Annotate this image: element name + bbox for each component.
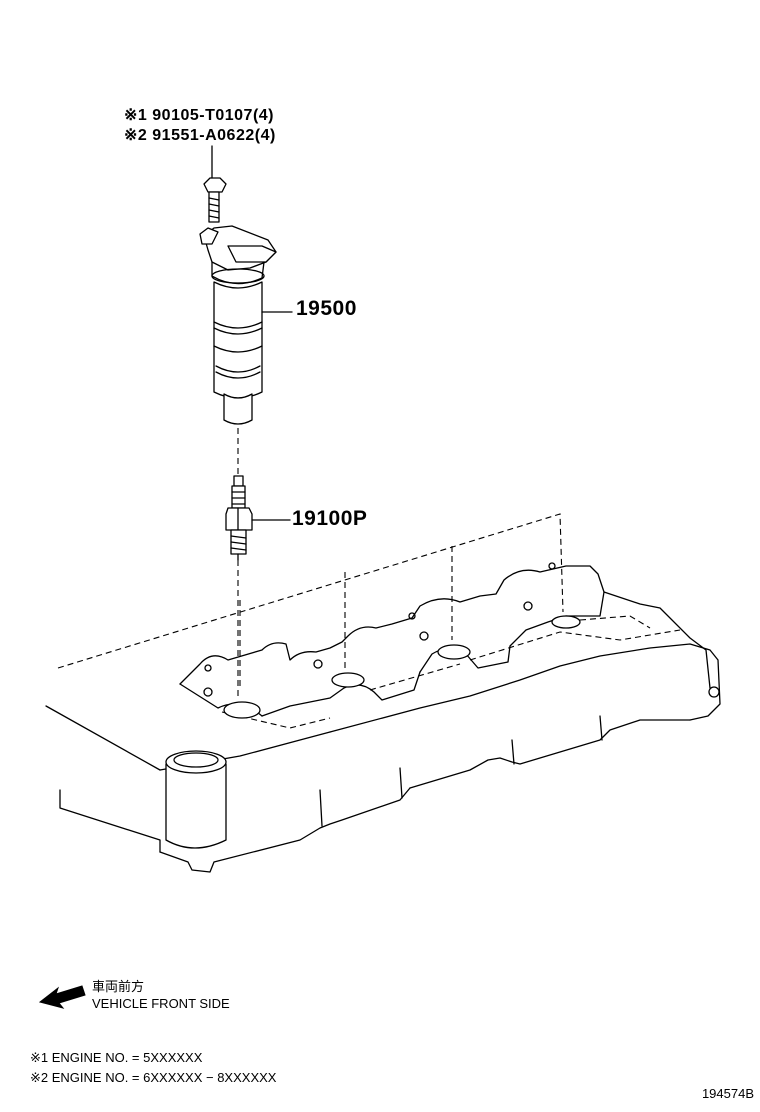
bolt-part-number-2[interactable]: 91551-A0622 — [152, 127, 255, 144]
illustration-id: 194574B — [701, 1086, 754, 1101]
footnote-text: ENGINE NO. = 6XXXXXX − 8XXXXXX — [51, 1070, 277, 1085]
callout-mark: ※2 — [124, 127, 148, 144]
ignition-coil-part-number[interactable]: 19500 — [296, 297, 357, 320]
footnote-mark: ※1 — [30, 1050, 49, 1065]
bolt-illustration — [203, 177, 227, 223]
callout-mark: ※1 — [124, 107, 148, 124]
arrow-left-icon — [38, 985, 86, 1009]
footnote-2: ※2 ENGINE NO. = 6XXXXXX − 8XXXXXX — [30, 1070, 276, 1086]
vehicle-front-label-en: VEHICLE FRONT SIDE — [92, 996, 230, 1011]
spark-plug-part-number[interactable]: 19100P — [292, 507, 368, 530]
footnote-text: ENGINE NO. = 5XXXXXX — [51, 1050, 203, 1065]
bolt-quantity-1: (4) — [252, 107, 275, 124]
ignition-coil-illustration — [199, 225, 277, 425]
bolt-part-number-1[interactable]: 90105-T0107 — [152, 107, 253, 124]
cylinder-head-cover-illustration — [45, 513, 721, 873]
spark-plug-illustration — [225, 475, 253, 561]
vehicle-front-label-jp: 車両前方 — [92, 980, 145, 995]
bolt-quantity-2: (4) — [254, 127, 276, 144]
bolt-callout-1: ※1 90105-T0107(4) — [124, 105, 274, 125]
bolt-callout-2: ※2 91551-A0622(4) — [124, 125, 276, 145]
footnote-1: ※1 ENGINE NO. = 5XXXXXX — [30, 1050, 202, 1066]
footnote-mark: ※2 — [30, 1070, 49, 1085]
